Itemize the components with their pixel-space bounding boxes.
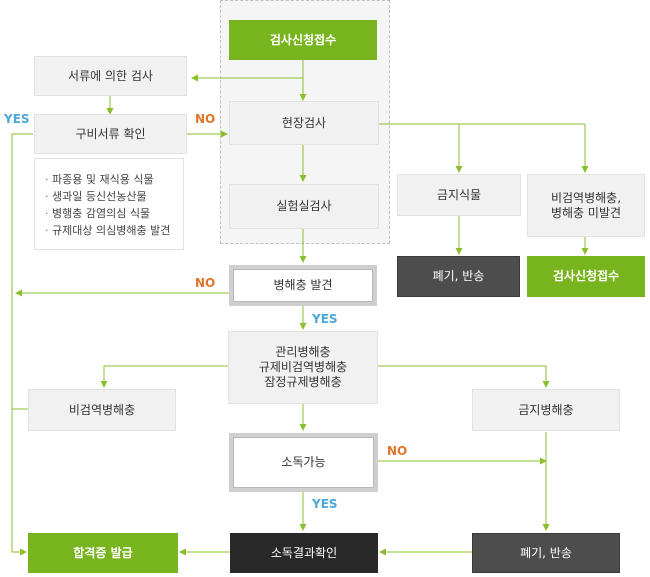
document-check-box: 구비서류 확인 [34,114,187,154]
yes-label-pest: YES [312,312,338,326]
disinfection-result-check-box: 소독결과확인 [230,533,378,573]
connector-categories-left [100,365,228,388]
prohibited-pest-box: 금지병해충 [472,389,620,431]
connector-yes-trunk [11,133,33,556]
non-quarantine-not-found-box: 비검역병해충, 병해충 미발견 [527,174,645,237]
prohibited-plant-box: 금지식물 [397,174,521,216]
certificate-issue-box: 합격증 발급 [28,533,178,573]
yes-label-disinfect: YES [312,497,338,511]
no-label-pest: NO [195,276,216,290]
disinfection-possible-box: 소독가능 [229,433,378,492]
document-inspection-box: 서류에 의한 검사 [34,56,187,96]
document-notes-list: 파종용 및 재식용 식물 생과일 등신선농산물 병행충 감염의심 식물 규제대상… [34,158,184,250]
inspection-request-right-box: 검사신청접수 [527,256,645,297]
discard-return-bottom-box: 폐기, 반송 [472,533,620,573]
non-quarantine-pest-box: 비검역병해충 [28,389,176,431]
pest-found-box: 병해충 발견 [229,265,377,306]
connector-request-to-document [191,60,304,82]
pest-categories-box: 관리병해충 규제비검역병해충 잠정규제병해충 [228,331,378,404]
note-item: 생과일 등신선농산물 [45,188,183,205]
note-item: 병행충 감염의심 식물 [45,205,183,222]
yes-label-left: YES [4,112,30,126]
no-label-disinfect: NO [387,444,408,458]
note-item: 파종용 및 재식용 식물 [45,171,183,188]
discard-return-top-box: 폐기, 반송 [397,256,520,297]
no-label-top: NO [195,112,216,126]
note-item: 규제대상 의심병해충 발견 [45,222,183,239]
site-inspection-box: 현장검사 [229,101,379,145]
connector-categories-right [378,365,550,388]
lab-inspection-box: 실험실검사 [229,184,379,229]
inspection-request-top-box: 검사신청접수 [229,20,377,60]
